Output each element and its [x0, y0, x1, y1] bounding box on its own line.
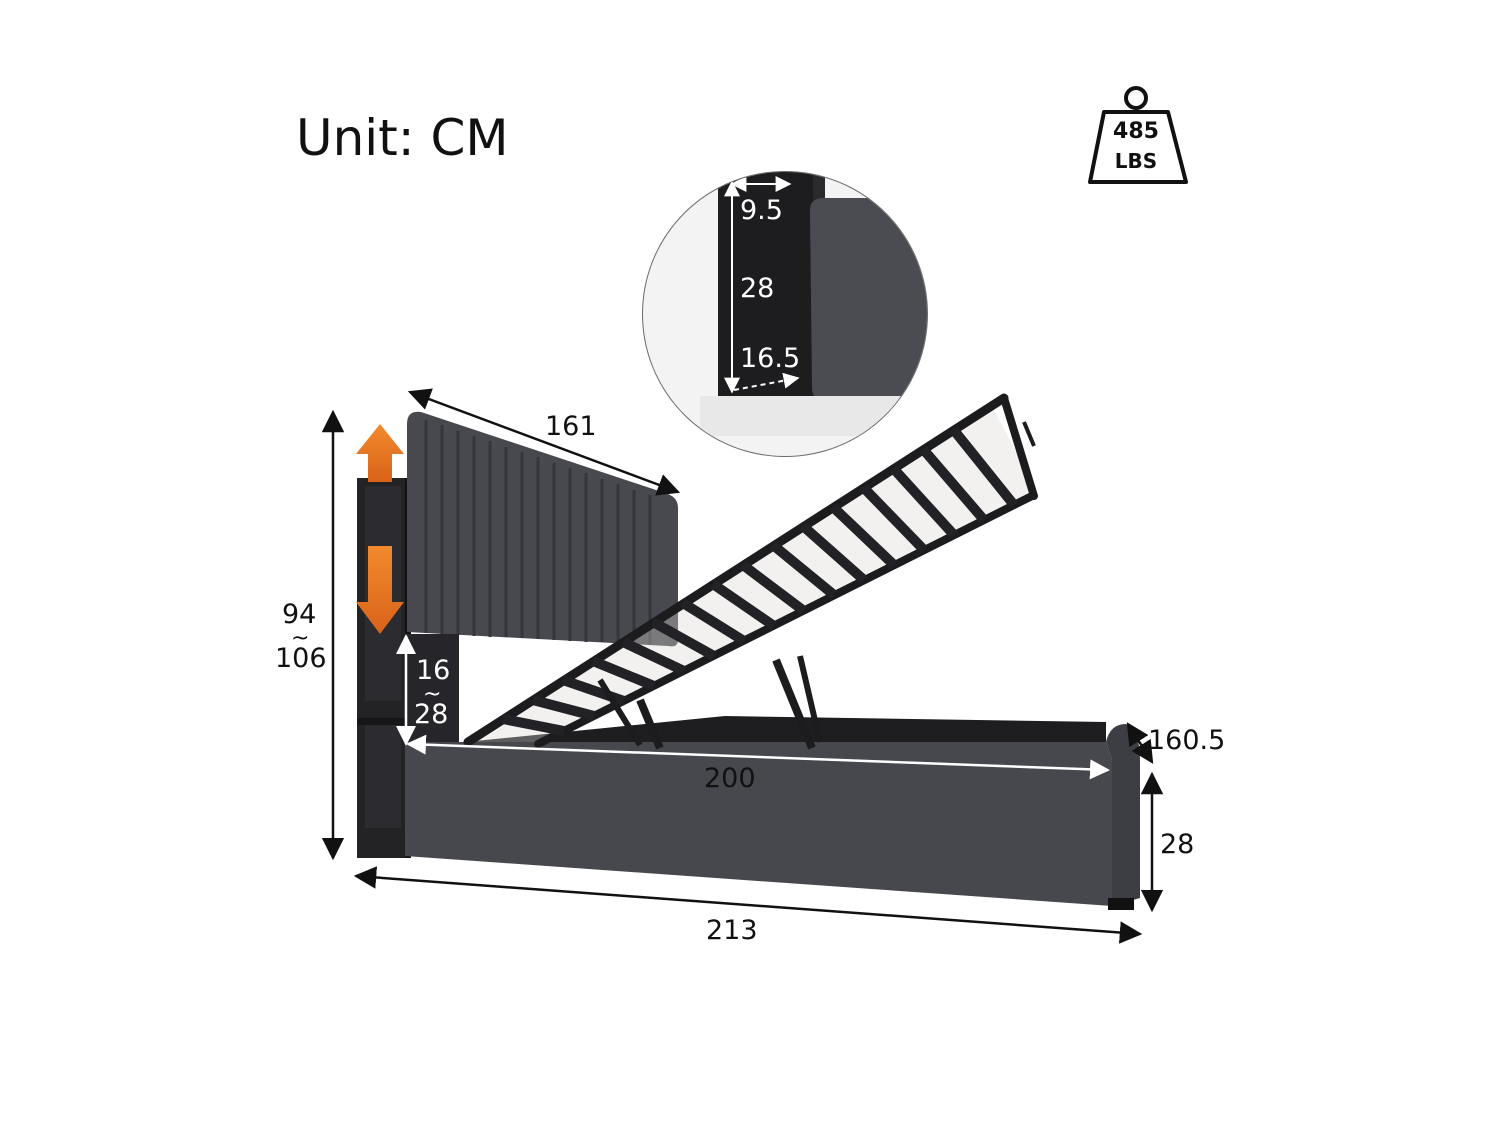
weight-icon [1088, 86, 1188, 184]
weight-value: 485 [1113, 119, 1159, 144]
frame-height-label: 28 [1160, 829, 1195, 860]
inner-length-label: 200 [704, 763, 756, 794]
total-height-max-label: 106 [275, 643, 327, 674]
total-length-line [353, 866, 1143, 944]
headboard-closeup [810, 198, 927, 400]
page-title: Unit: CM [296, 109, 509, 167]
width-line [1126, 722, 1154, 764]
headboard-gap-max-label: 28 [414, 699, 449, 730]
storage-headboard-column [357, 478, 411, 858]
detail-shelf-depth-label: 16.5 [740, 343, 801, 374]
detail-shelf-height-label: 28 [740, 273, 775, 304]
headboard-gap-min-label: 16 [416, 655, 451, 686]
inner-length-line [406, 734, 1110, 780]
headboard-gap-separator: ~ [423, 682, 442, 707]
bed-base [405, 716, 1140, 910]
total-height-min-label: 94 [282, 599, 317, 630]
detail-shelf-top-label: 9.5 [740, 195, 783, 226]
lifted-slat-frame [463, 393, 1038, 750]
height-adjust-arrow [356, 424, 404, 634]
headboard-width-label: 161 [545, 411, 597, 442]
width-label: 160.5 [1148, 725, 1226, 756]
total-height-separator: ~ [291, 626, 310, 651]
total-length-label: 213 [706, 915, 758, 946]
detail-magnifier [642, 171, 928, 457]
weight-unit: LBS [1114, 149, 1158, 173]
headboard-width-line [407, 388, 681, 496]
